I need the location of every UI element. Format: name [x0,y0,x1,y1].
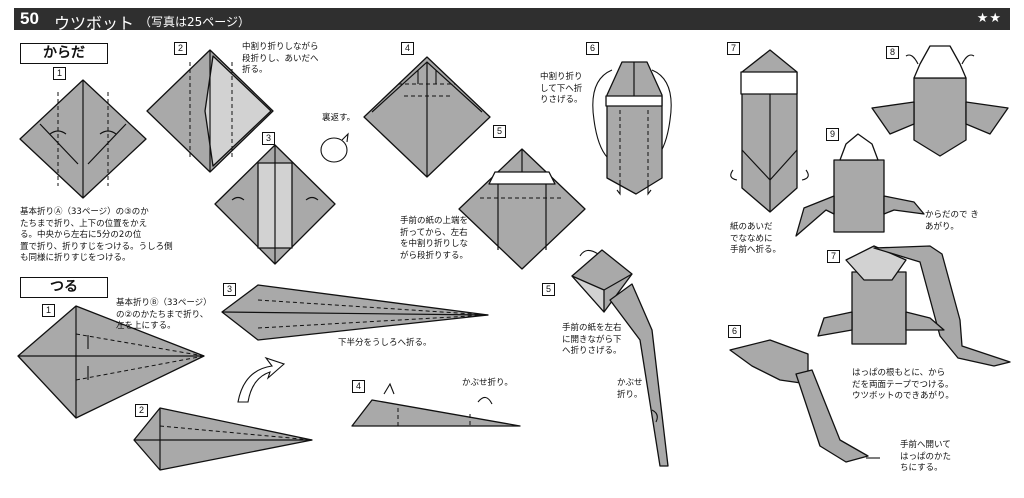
body-step3-diagram [214,144,336,265]
instruction-c5-b: かぶせ 折り。 [617,378,643,400]
instruction-c6: 手前へ開いて はっぱのかた ちにする。 [900,440,952,473]
section-body-label: からだ [20,43,108,64]
step-number: 4 [352,380,365,393]
body-step2-diagram [146,49,274,173]
crane-step1-diagram [17,305,205,419]
step-number: 5 [542,283,555,296]
instruction-body-done: からだので き あがり。 [925,210,979,232]
step-number: 7 [727,42,740,55]
section-crane-label: つる [20,277,108,298]
instruction-c1: 基本折りⒷ（33ページ） の②のかたちまで折り、 左を上にする。 [116,298,212,331]
model-name: ウツボット [54,14,135,33]
title-bar: 50 ウツボット （写真は25ページ） ★★ [14,8,1010,33]
instruction-b7: 紙のあいだ でななめに 手前へ折る。 [730,222,782,255]
instruction-flip: 裏返す。 [322,113,356,123]
instruction-b6: 中割り折り して下へ折 りさげる。 [540,72,583,105]
body-step1-diagram [19,79,147,199]
step-number: 1 [42,304,55,317]
instruction-c7: はっぱの根もとに、から だを両面テープでつける。 ウツボットのできあがり。 [852,368,954,401]
step-number: 6 [728,325,741,338]
flip-arrow [320,132,349,163]
crane-step3-diagram [221,284,489,341]
body-step4-diagram [363,56,491,178]
crane-step2-diagram [133,407,313,471]
instruction-b5: 手前の紙の上端を 折ってから、左右 を中割り折りしな がら段折りする。 [400,216,469,261]
body-step7-diagram [730,49,809,213]
instruction-c5: 手前の紙を左右 に開きながら下 へ折りさげる。 [562,323,622,356]
step-number: 9 [826,128,839,141]
step-number: 8 [886,46,899,59]
transition-arrow [237,356,286,403]
crane-step4-diagram [351,382,521,427]
step-number: 7 [827,250,840,263]
instruction-b2: 中割り折りしながら 段折りし、あいだへ 折る。 [242,42,319,75]
crane-step6-diagram [729,339,880,463]
instruction-b1: 基本折りⒶ（33ページ）の③のか たちまで折り、上下の位置をかえ る。中央から左… [20,207,173,263]
instruction-c4: かぶせ折り。 [462,378,513,388]
difficulty-stars: ★★ [976,11,1002,26]
step-number: 4 [401,42,414,55]
body-step5-diagram [458,148,586,270]
crane-step7-diagram [817,245,1011,367]
body-step9-diagram [795,133,925,237]
crane-step5-diagram [571,249,669,467]
step-number: 2 [135,404,148,417]
body-step8-diagram [871,45,1009,157]
step-number: 3 [262,132,275,145]
step-number: 1 [53,67,66,80]
step-number: 2 [174,42,187,55]
step-number: 3 [223,283,236,296]
body-step6-diagram [592,61,672,196]
instruction-c3: 下半分をうしろへ折る。 [338,338,432,348]
model-number: 50 [20,9,39,28]
step-number: 6 [586,42,599,55]
photo-reference: （写真は25ページ） [139,15,251,29]
step-number: 5 [493,125,506,138]
